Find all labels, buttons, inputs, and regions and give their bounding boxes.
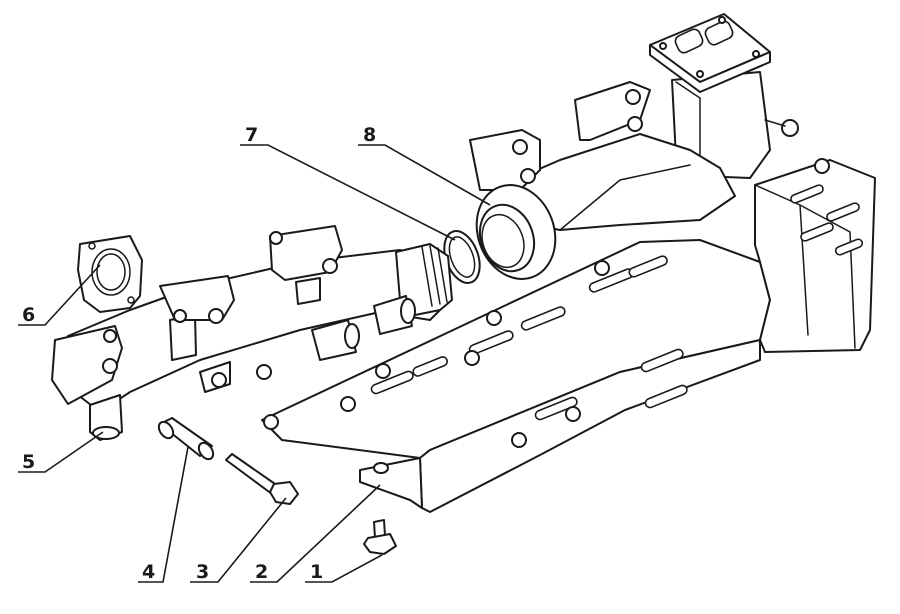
- label-part-2: 2: [255, 561, 268, 583]
- leader-lines: [18, 144, 491, 583]
- slip-joint-ring: [475, 184, 557, 280]
- short-bolt: [363, 519, 397, 555]
- long-bolt: [225, 453, 299, 505]
- label-part-4: 4: [142, 561, 155, 583]
- rear-manifold: [469, 13, 799, 231]
- label-part-6: 6: [22, 304, 35, 326]
- label-part-7: 7: [245, 124, 258, 146]
- front-manifold: [51, 225, 453, 441]
- label-part-1: 1: [310, 561, 323, 583]
- seal-ring: [443, 230, 481, 284]
- label-part-3: 3: [196, 561, 209, 583]
- flange-gasket: [77, 235, 143, 313]
- spacer-sleeve: [157, 417, 215, 461]
- heat-shield: [261, 158, 876, 513]
- label-part-5: 5: [22, 451, 35, 473]
- label-part-8: 8: [363, 124, 376, 146]
